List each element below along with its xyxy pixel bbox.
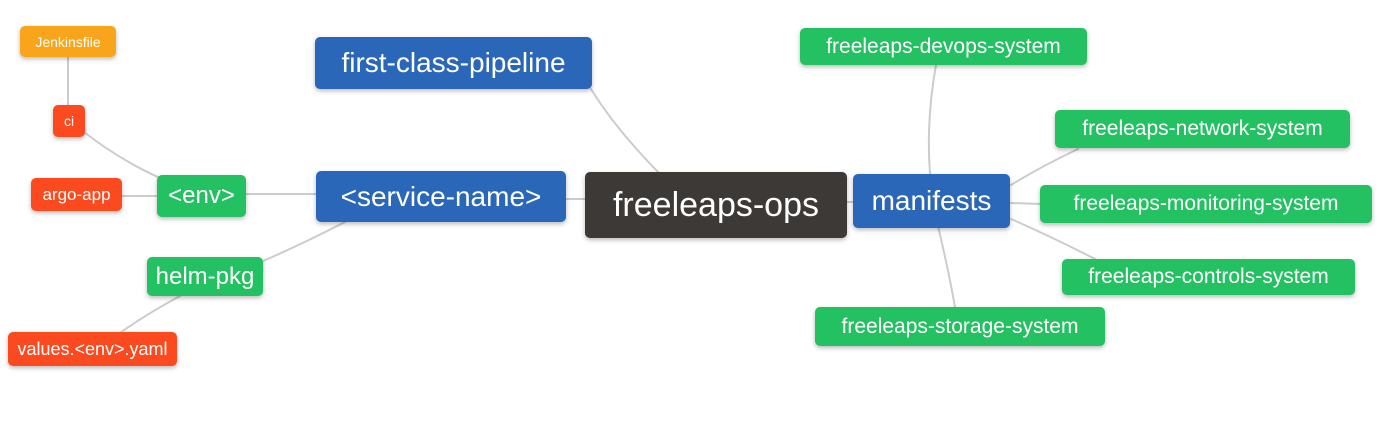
edge-manifests-monitoring-system <box>1010 202 1042 205</box>
node-service-name[interactable]: <service-name> <box>316 171 566 222</box>
edge-manifests-controls-system <box>1010 218 1096 260</box>
node-ci[interactable]: ci <box>53 105 85 137</box>
node-argo-app[interactable]: argo-app <box>31 178 122 211</box>
edge-first-class-pipeline-freeleaps-ops <box>590 88 659 173</box>
edge-ci-env <box>83 131 161 179</box>
node-freeleaps-ops[interactable]: freeleaps-ops <box>585 172 847 238</box>
node-freeleaps-controls-system[interactable]: freeleaps-controls-system <box>1062 259 1355 295</box>
edge-manifests-network-system <box>1010 148 1079 186</box>
node-helm-pkg[interactable]: helm-pkg <box>147 257 263 296</box>
node-first-class-pipeline[interactable]: first-class-pipeline <box>315 37 592 89</box>
node-freeleaps-devops-system[interactable]: freeleaps-devops-system <box>800 28 1087 65</box>
node-env[interactable]: <env> <box>157 175 246 217</box>
node-freeleaps-monitoring-system[interactable]: freeleaps-monitoring-system <box>1040 185 1372 223</box>
node-manifests[interactable]: manifests <box>853 174 1010 228</box>
edge-values-helm-pkg <box>119 295 181 334</box>
node-freeleaps-network-system[interactable]: freeleaps-network-system <box>1055 110 1350 148</box>
edge-manifests-devops-system <box>927 64 937 175</box>
edge-helm-pkg-service-name <box>262 221 346 262</box>
node-jenkinsfile[interactable]: Jenkinsfile <box>20 26 116 57</box>
node-values-env-yaml[interactable]: values.<env>.yaml <box>8 332 177 366</box>
edge-manifests-storage-system <box>937 225 956 308</box>
node-freeleaps-storage-system[interactable]: freeleaps-storage-system <box>815 307 1105 346</box>
